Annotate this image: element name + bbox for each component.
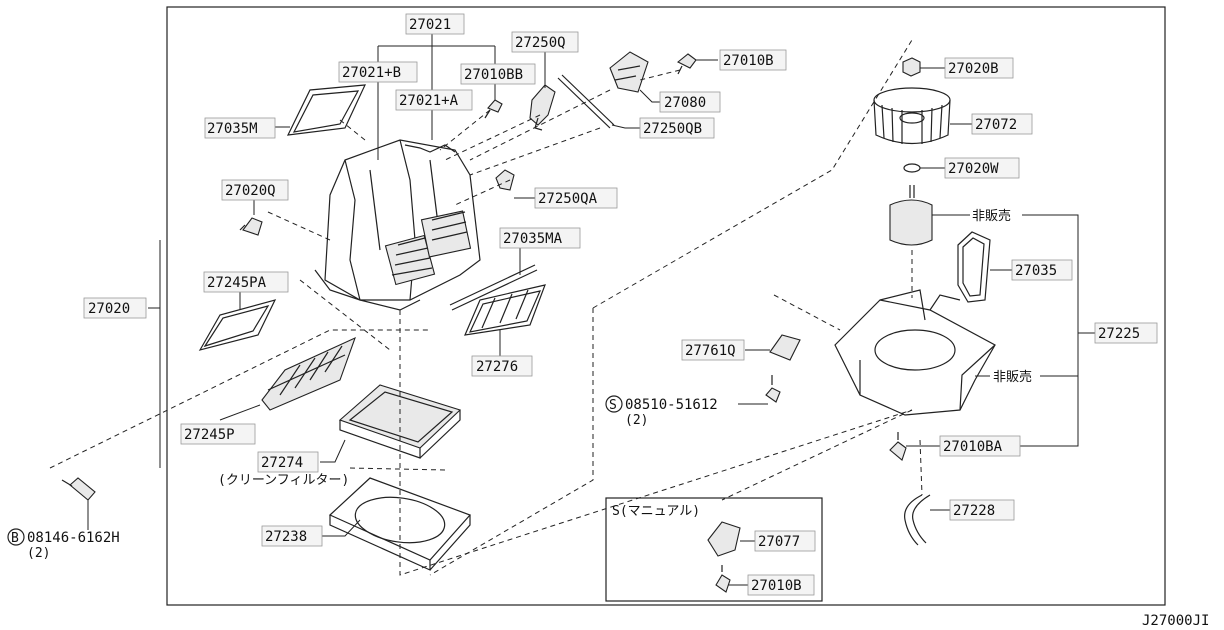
bolt-08146-drawing <box>61 477 96 501</box>
label-27020q: 27020Q <box>225 183 276 199</box>
clean-filter-27274-drawing <box>338 384 462 459</box>
label-27010b-bottom: 27010B <box>751 578 802 594</box>
label-not-for-sale-mid: 非販売 <box>993 369 1032 385</box>
label-27010ba: 27010BA <box>943 439 1003 455</box>
nut-27020b-drawing <box>902 57 921 77</box>
label-08510-prefix: S <box>609 398 617 413</box>
label-27010b-top: 27010B <box>723 53 774 69</box>
label-27245pa: 27245PA <box>207 275 267 291</box>
label-27228: 27228 <box>953 503 995 519</box>
label-27035m: 27035M <box>207 121 258 137</box>
label-08146: 08146-6162H <box>27 530 120 546</box>
drain-hose-27228-drawing <box>904 494 931 546</box>
label-27020w: 27020W <box>948 161 999 177</box>
circled-b-marker <box>7 528 25 546</box>
heater-housing-drawing <box>314 139 481 311</box>
part-27250qa-drawing <box>495 169 515 191</box>
label-27021-b: 27021+B <box>342 65 401 81</box>
main-frame <box>166 6 1166 606</box>
label-27761q: 27761Q <box>685 343 736 359</box>
label-27035ma: 27035MA <box>503 231 563 247</box>
grommet-27020q-drawing <box>239 217 263 236</box>
label-27020b: 27020B <box>948 61 999 77</box>
label-boxes <box>83 13 1158 596</box>
blower-motor-drawing <box>889 185 933 246</box>
label-27225: 27225 <box>1098 326 1140 342</box>
screw-08510-drawing <box>765 375 781 403</box>
label-08146-prefix: B <box>11 531 19 546</box>
label-27245p: 27245P <box>184 427 235 443</box>
part-27077-drawing <box>707 521 741 557</box>
label-27238: 27238 <box>265 529 307 545</box>
label-27250q: 27250Q <box>515 35 566 51</box>
label-27035: 27035 <box>1015 263 1057 279</box>
blower-case-drawing <box>834 289 996 416</box>
manual-subframe <box>605 497 823 602</box>
label-27021-a: 27021+A <box>399 93 459 109</box>
assembly-dashed-lines <box>49 39 923 576</box>
screw-27010b-bottom-drawing <box>715 565 731 593</box>
label-not-for-sale-top: 非販売 <box>972 208 1011 224</box>
label-27080: 27080 <box>664 95 706 111</box>
label-27077: 27077 <box>758 534 800 550</box>
fan-27072-drawing <box>873 87 951 144</box>
part-27761q-drawing <box>769 334 801 361</box>
washer-27020w-drawing <box>903 163 921 173</box>
part-27276-drawing <box>449 264 546 336</box>
label-27274-note: (クリーンフィルター) <box>218 473 349 488</box>
label-27072: 27072 <box>975 117 1017 133</box>
label-27021: 27021 <box>409 17 451 33</box>
frame-plate-27238-drawing <box>328 477 472 571</box>
label-27250qa: 27250QA <box>538 191 598 207</box>
label-08510-qty: (2) <box>625 413 648 428</box>
actuator-27080-drawing <box>609 51 649 93</box>
label-08510: 08510-51612 <box>625 397 718 413</box>
label-27274: 27274 <box>261 455 303 471</box>
diagram-id: J27000JI <box>1142 613 1209 629</box>
label-27010bb: 27010BB <box>464 67 523 83</box>
label-27020: 27020 <box>88 301 130 317</box>
rod-27250qb-drawing <box>557 74 615 129</box>
label-27276: 27276 <box>476 359 518 375</box>
filter-frame-27245pa-drawing <box>198 299 277 351</box>
seal-27035m-drawing <box>286 84 366 136</box>
screw-27010bb-drawing <box>484 99 503 119</box>
label-08146-qty: (2) <box>27 546 50 561</box>
leader-lines <box>87 34 1095 586</box>
screw-27010ba-drawing <box>889 432 907 461</box>
filter-27245p-drawing <box>261 336 356 411</box>
label-manual-title: S(マニュアル) <box>612 504 700 519</box>
circled-s-marker <box>605 395 623 413</box>
label-27250qb: 27250QB <box>643 121 702 137</box>
screw-27010b-top-drawing <box>676 53 697 75</box>
seal-27035-drawing <box>957 231 991 303</box>
